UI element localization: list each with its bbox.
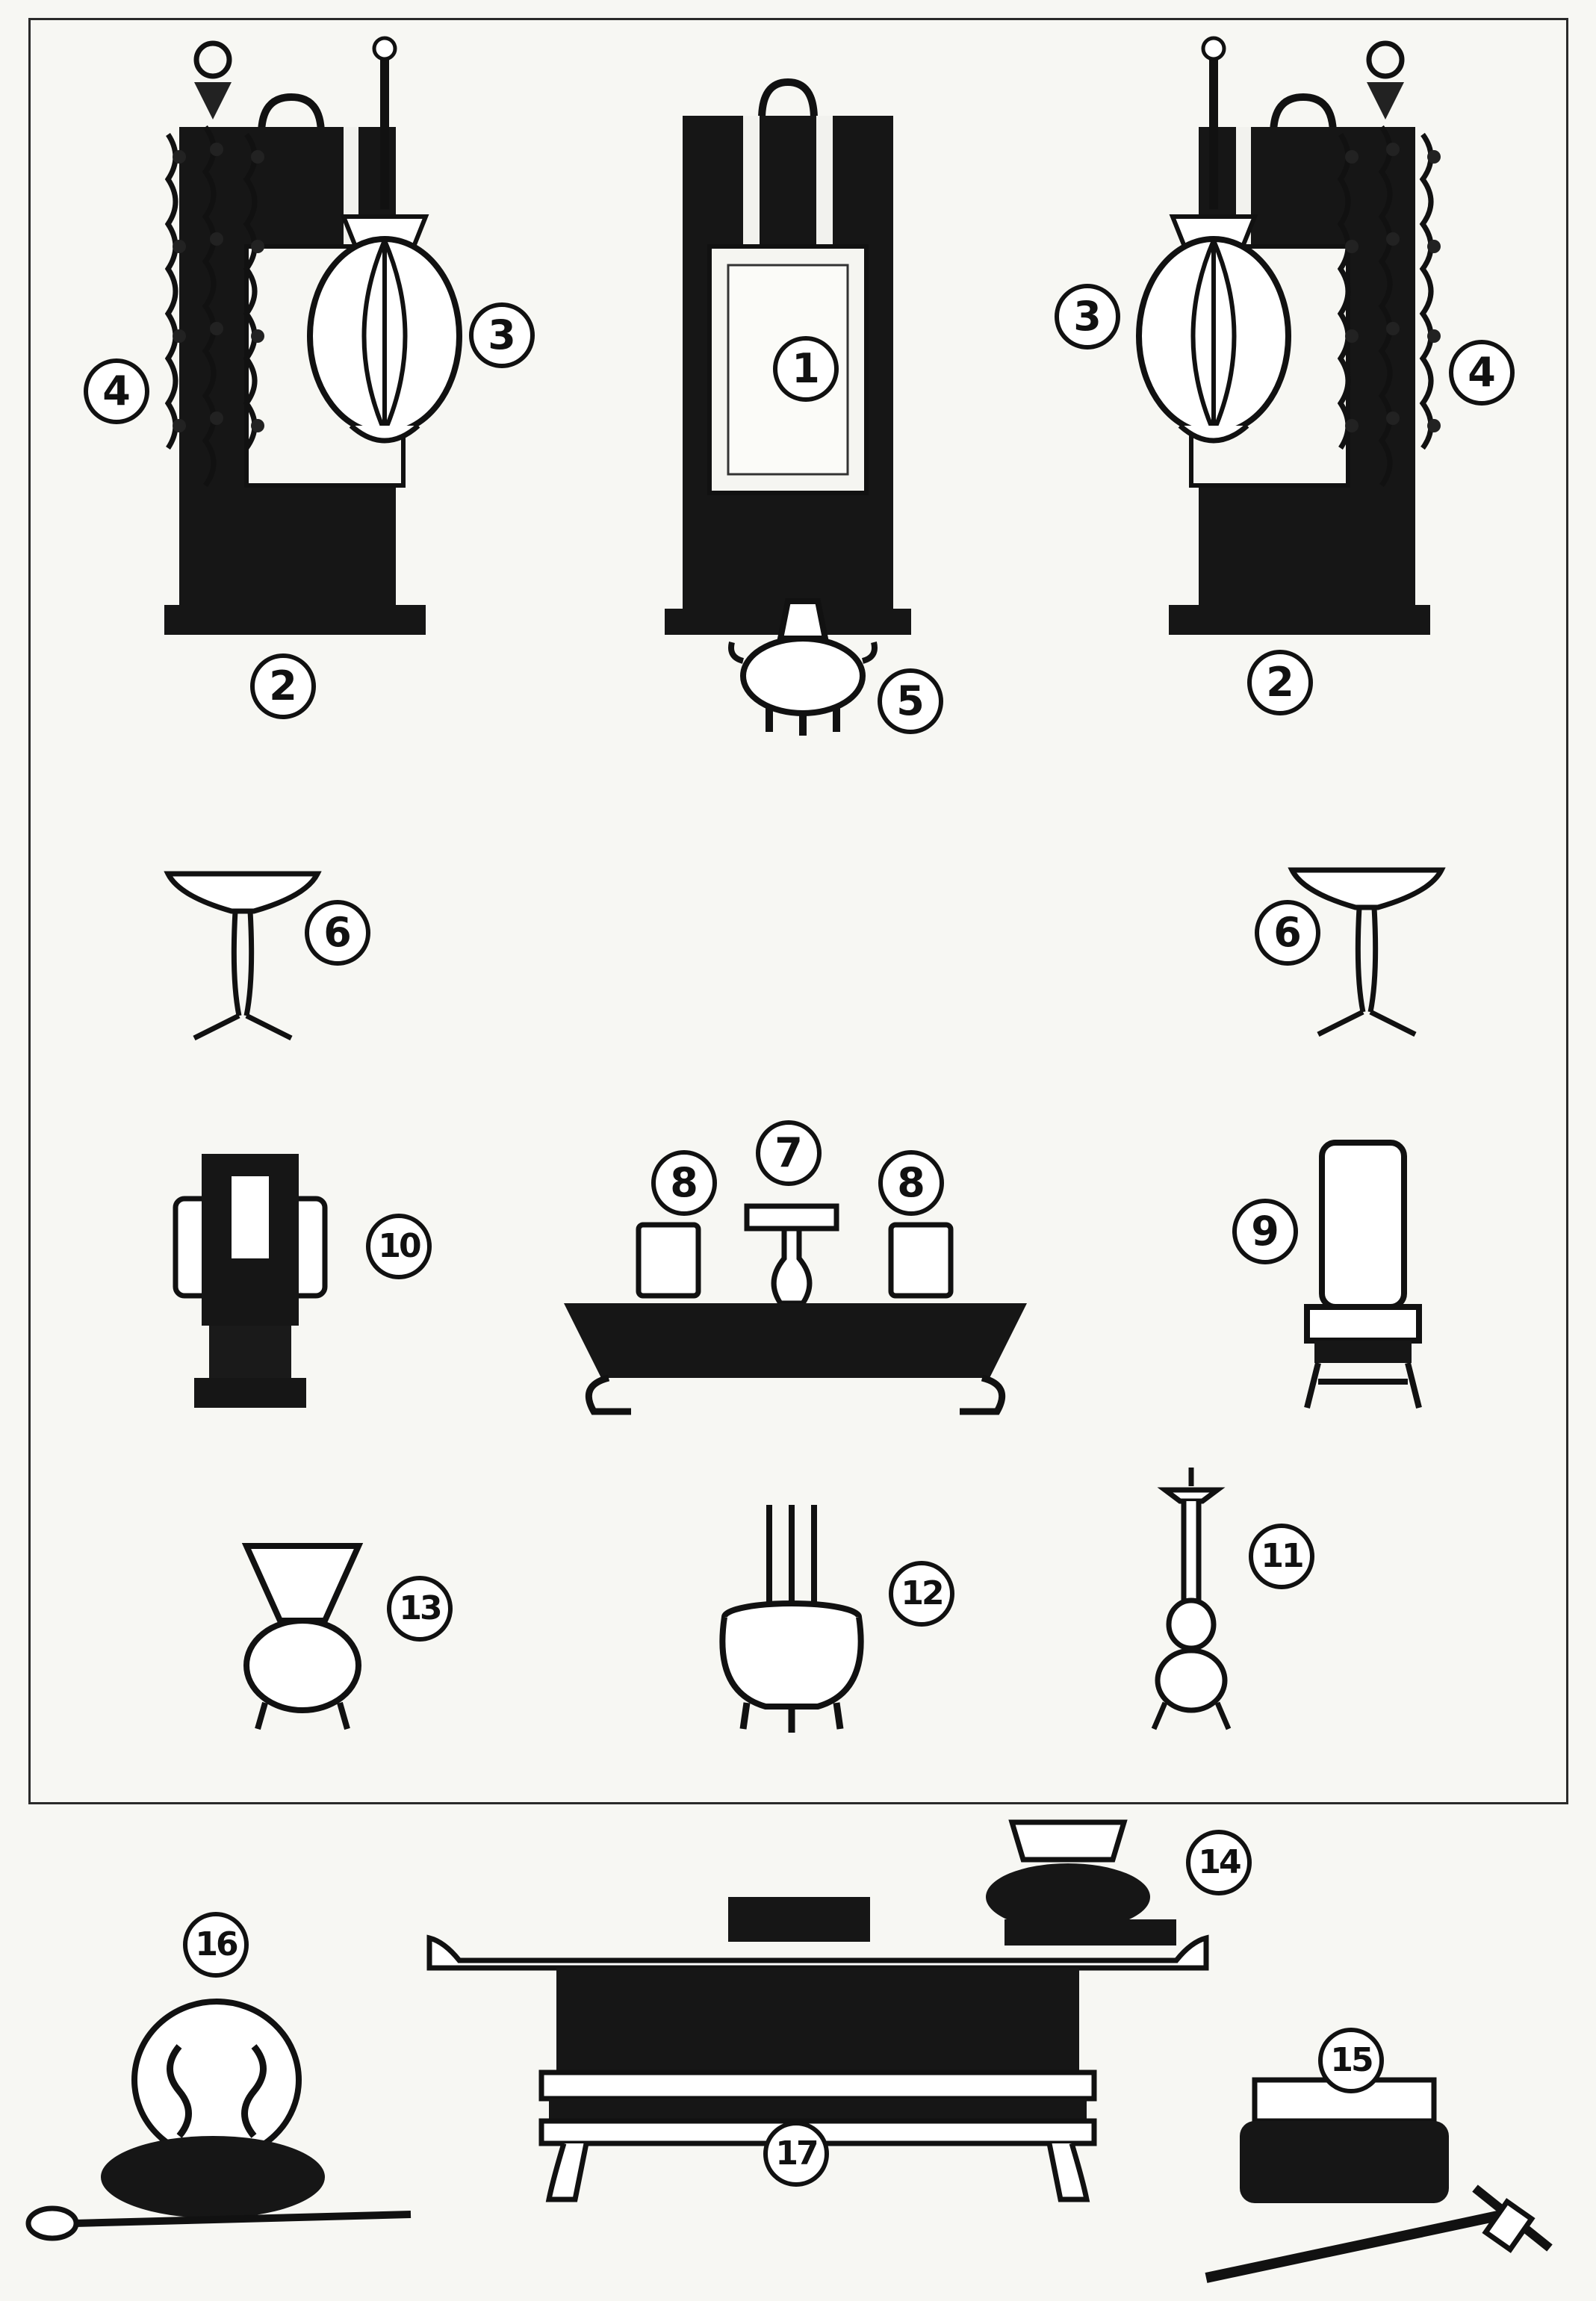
memorial-tablet <box>1304 1140 1422 1409</box>
flower-vase <box>241 1543 364 1730</box>
wooden-fish-drum <box>101 1999 325 2218</box>
ornament-cluster-right <box>1337 40 1441 488</box>
label-15: 15 <box>1318 2028 1384 2093</box>
striker-mallet <box>1205 2184 1553 2283</box>
label-17: 17 <box>763 2121 829 2187</box>
label-13: 13 <box>387 1576 453 1642</box>
label-6-left: 6 <box>305 900 370 966</box>
bowl-bell <box>1240 2077 1449 2203</box>
ornament-cluster-left <box>164 40 264 488</box>
memorial-shrine <box>173 1154 328 1408</box>
label-4-left: 4 <box>84 358 149 424</box>
offering-table <box>564 1203 1027 1415</box>
label-8-right: 8 <box>878 1150 944 1216</box>
lantern-left <box>307 36 462 444</box>
label-8-left: 8 <box>651 1150 717 1216</box>
label-6-right: 6 <box>1255 900 1320 966</box>
label-2-right: 2 <box>1247 650 1313 715</box>
label-2-left: 2 <box>250 653 316 719</box>
altar-frame <box>28 18 1568 1804</box>
label-16: 16 <box>183 1912 249 1978</box>
prayer-desk <box>426 1897 1209 2202</box>
offering-stand-right <box>1288 867 1446 1037</box>
label-12: 12 <box>889 1561 954 1627</box>
lantern-right <box>1136 36 1291 444</box>
label-4-right: 4 <box>1449 340 1515 406</box>
label-3-left: 3 <box>469 302 535 368</box>
mallet-left <box>25 2205 412 2241</box>
small-incense-burner <box>728 598 878 736</box>
bell-cushion <box>986 1819 1176 1946</box>
label-14: 14 <box>1186 1830 1252 1895</box>
label-3-right: 3 <box>1055 284 1120 350</box>
label-11: 11 <box>1249 1524 1314 1589</box>
candlestick <box>1151 1468 1232 1730</box>
label-10: 10 <box>366 1214 432 1279</box>
label-5: 5 <box>878 668 943 734</box>
incense-burner <box>719 1505 864 1733</box>
offering-stand-left <box>164 871 322 1041</box>
label-9: 9 <box>1232 1199 1298 1264</box>
label-1: 1 <box>773 336 839 402</box>
label-7: 7 <box>756 1120 822 1186</box>
